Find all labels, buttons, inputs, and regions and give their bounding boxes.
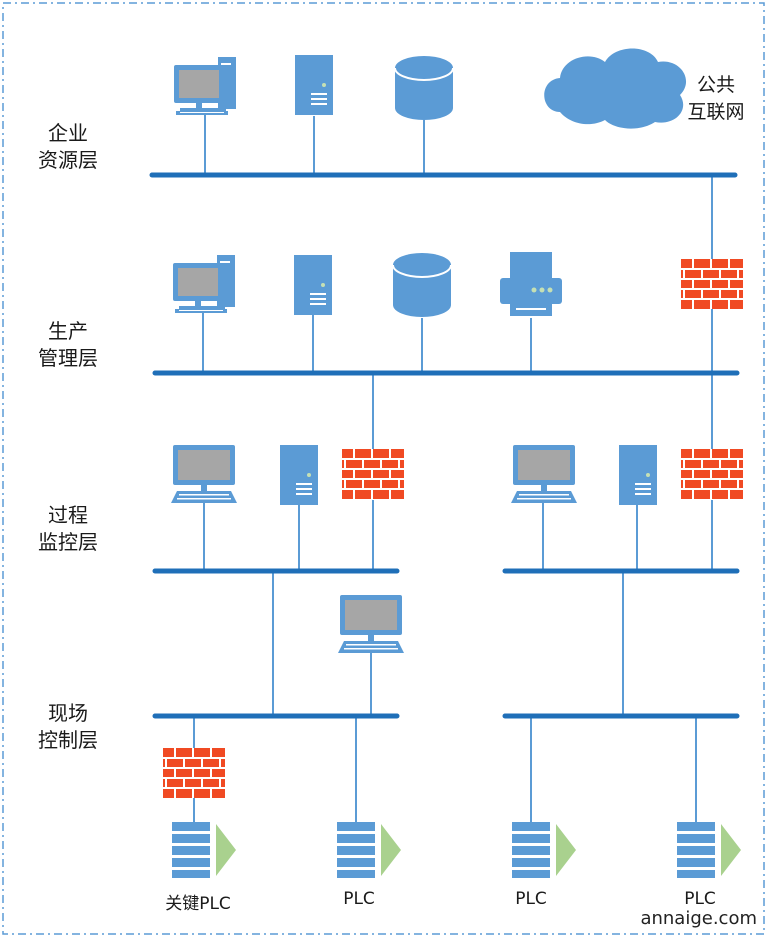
- plc-label: PLC: [684, 889, 716, 909]
- layer-label-line: 生产: [48, 319, 88, 343]
- plc-label: PLC: [343, 889, 375, 909]
- plc-icon: [337, 822, 401, 878]
- layer-label-line: 现场: [48, 701, 88, 725]
- internet-label-line: 公共: [696, 74, 735, 96]
- plc-icon: [512, 822, 576, 878]
- layer-label-line: 控制层: [38, 728, 98, 752]
- plc-label: PLC: [515, 889, 547, 909]
- layer-label-erp: 企业 资源层: [28, 120, 108, 174]
- server-icon: [295, 55, 333, 115]
- database-icon: [392, 252, 452, 318]
- layer-label-mes: 生产 管理层: [28, 318, 108, 372]
- printer-icon: [500, 252, 562, 316]
- plc-icon: [172, 822, 236, 878]
- firewall-icon: [680, 258, 744, 310]
- monitor-icon: [511, 445, 577, 503]
- workstation-icon: [173, 255, 235, 313]
- server-icon: [619, 445, 657, 505]
- database-icon: [394, 55, 454, 121]
- layer-label-line: 企业: [48, 121, 88, 145]
- monitor-icon: [171, 445, 237, 503]
- workstation-icon: [174, 57, 236, 115]
- monitor-icon: [338, 595, 404, 653]
- connector-lines: [193, 112, 713, 822]
- plc-label-critical: 关键PLC: [165, 894, 231, 914]
- firewall-icon: [680, 448, 744, 500]
- cloud-icon: [544, 48, 687, 129]
- layer-label-scada: 过程 监控层: [28, 502, 108, 556]
- firewall-icon: [341, 448, 405, 500]
- layer-label-line: 资源层: [38, 148, 98, 172]
- internet-label: 公共 互联网: [676, 72, 756, 126]
- layer-label-field: 现场 控制层: [28, 700, 108, 754]
- server-icon: [294, 255, 332, 315]
- watermark: annaige.com: [640, 908, 757, 929]
- layer-label-line: 监控层: [38, 530, 98, 554]
- firewall-icon: [162, 747, 226, 799]
- server-icon: [280, 445, 318, 505]
- layer-label-line: 过程: [48, 503, 88, 527]
- internet-label-line: 互联网: [687, 101, 745, 123]
- plc-icon: [677, 822, 741, 878]
- layer-label-line: 管理层: [38, 346, 98, 370]
